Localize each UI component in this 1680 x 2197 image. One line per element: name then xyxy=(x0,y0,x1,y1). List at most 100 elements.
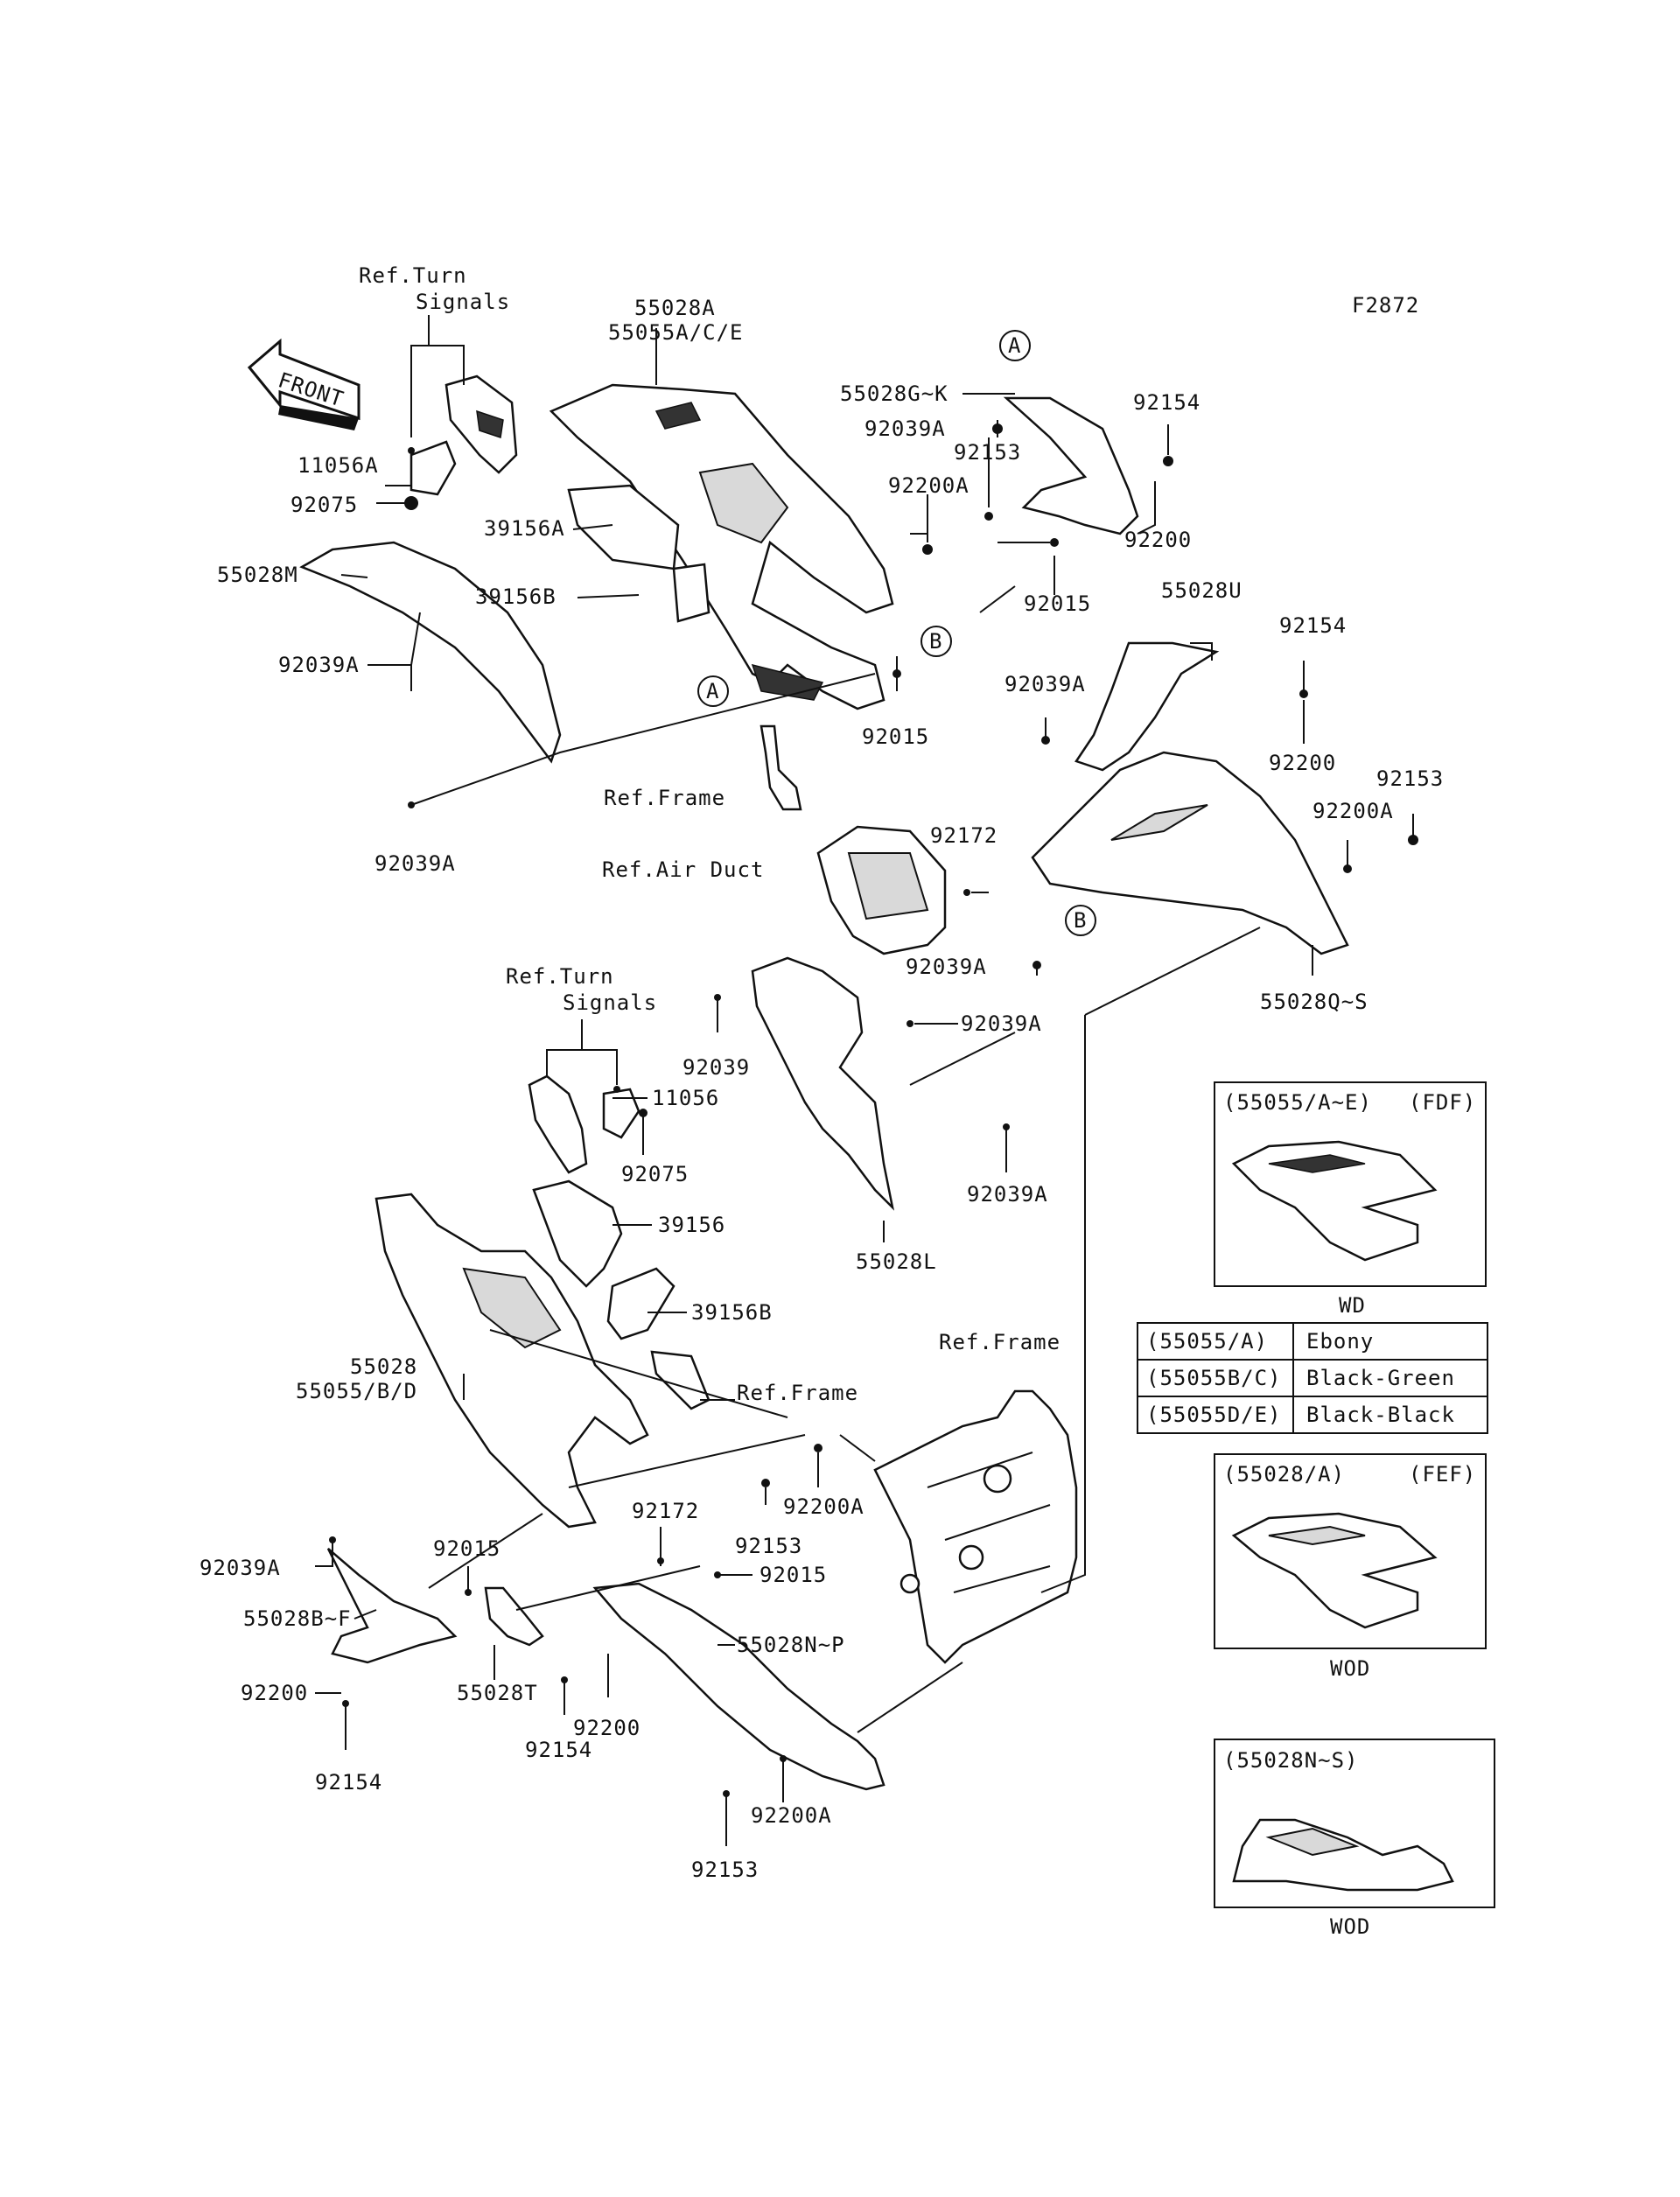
pad-39156 xyxy=(532,1179,623,1288)
label-92154-4: 92154 xyxy=(315,1770,382,1795)
label-55028A: 55028A xyxy=(634,296,716,320)
inset-caption: WOD xyxy=(1330,1656,1370,1681)
upper-cowl-55028A xyxy=(549,383,894,710)
callout-b-right: B xyxy=(1065,905,1096,936)
label-92200A-1: 92200A xyxy=(888,473,970,498)
label-92039A-7: 92039A xyxy=(967,1182,1048,1207)
label-92039A-1: 92039A xyxy=(864,416,946,441)
label-92154-2: 92154 xyxy=(1279,613,1347,638)
ref-turn-signals-mid-line1: Ref.Turn xyxy=(506,964,614,989)
color-table-part: (55055/A) xyxy=(1146,1329,1268,1354)
inset-55028-a: (55028/A) (FEF) WOD xyxy=(1214,1453,1487,1681)
turn-signal-bracket-mid xyxy=(528,1074,640,1174)
inset-title: (55028/A) xyxy=(1223,1462,1345,1487)
frame-bracket-mid xyxy=(650,1350,710,1410)
label-55028QS: 55028Q~S xyxy=(1260,990,1368,1014)
callout-a-left: A xyxy=(697,675,729,707)
frame-bracket-top xyxy=(760,724,802,811)
inset-code: (FEF) xyxy=(1409,1462,1476,1487)
side-panel-55028M xyxy=(299,541,562,764)
label-92200A-4: 92200A xyxy=(751,1803,832,1828)
ref-air-duct: Ref.Air Duct xyxy=(602,857,764,882)
label-92172-1: 92172 xyxy=(930,823,998,848)
ref-turn-signals-top-line1: Ref.Turn xyxy=(359,263,467,288)
ref-frame-right: Ref.Frame xyxy=(939,1330,1060,1354)
label-92075-1: 92075 xyxy=(290,493,358,517)
color-table-color: Black-Black xyxy=(1306,1403,1455,1427)
figure-code: F2872 xyxy=(1352,293,1419,318)
label-92153-1: 92153 xyxy=(954,440,1021,465)
label-39156A: 39156A xyxy=(484,516,565,541)
label-92039A-3: 92039A xyxy=(1004,672,1086,696)
label-92200-1: 92200 xyxy=(1124,528,1192,552)
svg-text:B: B xyxy=(929,629,942,654)
label-92039A-6: 92039A xyxy=(961,1011,1042,1036)
belly-pan-55028NP xyxy=(592,1582,886,1791)
callout-a-top: A xyxy=(999,330,1031,361)
callout-b-top: B xyxy=(920,626,952,657)
inset-55028-ns: (55028N~S) WOD xyxy=(1214,1739,1495,1939)
panel-55028U xyxy=(1074,641,1220,772)
label-92039A-8: 92039A xyxy=(200,1556,281,1580)
ref-frame-top: Ref.Frame xyxy=(604,786,725,810)
label-55055BD: 55055/B/D xyxy=(296,1379,417,1403)
label-92153-3: 92153 xyxy=(735,1534,802,1558)
color-table: (55055/A) Ebony (55055B/C) Black-Green (… xyxy=(1137,1322,1488,1434)
leader-lines xyxy=(315,315,1414,1846)
label-92154-1: 92154 xyxy=(1133,390,1200,415)
ref-frame-bottom: Ref.Frame xyxy=(737,1381,858,1405)
inset-title: (55028N~S) xyxy=(1223,1748,1359,1773)
label-92015-3: 92015 xyxy=(433,1536,500,1561)
label-92015-2: 92015 xyxy=(862,724,929,749)
svg-text:A: A xyxy=(1008,333,1021,358)
side-panel-55028GK xyxy=(1003,396,1139,535)
svg-text:B: B xyxy=(1074,908,1087,933)
label-39156B-2: 39156B xyxy=(691,1300,773,1325)
label-92039: 92039 xyxy=(682,1055,750,1080)
label-55055ACE: 55055A/C/E xyxy=(608,320,744,345)
label-55028BF: 55028B~F xyxy=(243,1606,352,1631)
label-92200-3: 92200 xyxy=(241,1681,308,1705)
label-55028GK: 55028G~K xyxy=(840,381,948,406)
label-92153-2: 92153 xyxy=(1376,766,1444,791)
label-92015-4: 92015 xyxy=(760,1563,827,1587)
label-55028: 55028 xyxy=(350,1354,417,1379)
label-92200A-3: 92200A xyxy=(783,1494,864,1519)
label-11056A: 11056A xyxy=(298,453,379,478)
label-92154-3: 92154 xyxy=(525,1738,592,1762)
label-92153-4: 92153 xyxy=(691,1858,759,1882)
label-92200A-2: 92200A xyxy=(1312,799,1394,823)
pad-39156B-lower xyxy=(606,1267,676,1340)
label-55028NP: 55028N~P xyxy=(737,1633,845,1657)
svg-text:A: A xyxy=(706,679,719,703)
label-55028U: 55028U xyxy=(1161,578,1242,603)
label-55028T: 55028T xyxy=(457,1681,538,1705)
color-table-color: Black-Green xyxy=(1306,1366,1455,1390)
label-92200-2: 92200 xyxy=(1269,751,1336,775)
color-table-part: (55055D/E) xyxy=(1146,1403,1282,1427)
label-92200-4: 92200 xyxy=(573,1716,640,1740)
label-11056: 11056 xyxy=(652,1086,719,1110)
inset-code: (FDF) xyxy=(1409,1090,1476,1115)
label-92015-1: 92015 xyxy=(1024,591,1091,616)
turn-signal-bracket-upper xyxy=(410,374,518,496)
pad-39156B xyxy=(672,563,710,623)
fasteners xyxy=(329,423,1418,1797)
side-panel-55028QS xyxy=(1031,751,1349,955)
label-92075-2: 92075 xyxy=(621,1162,689,1186)
inset-title: (55055/A~E) xyxy=(1223,1090,1372,1115)
inner-panel-55028L xyxy=(751,956,895,1211)
main-frame xyxy=(873,1389,1078,1664)
ref-turn-signals-top-line2: Signals xyxy=(416,290,510,314)
color-table-color: Ebony xyxy=(1306,1329,1374,1354)
front-arrow-icon: FRONT xyxy=(247,338,360,430)
label-92039A-4: 92039A xyxy=(374,851,456,876)
air-duct xyxy=(816,825,947,955)
lower-cowl-55028 xyxy=(374,1193,649,1529)
ref-turn-signals-mid-line2: Signals xyxy=(563,990,657,1015)
panel-55028T xyxy=(484,1586,544,1647)
label-39156B-1: 39156B xyxy=(475,584,556,609)
inset-caption: WOD xyxy=(1330,1914,1370,1939)
inset-caption: WD xyxy=(1339,1293,1366,1318)
